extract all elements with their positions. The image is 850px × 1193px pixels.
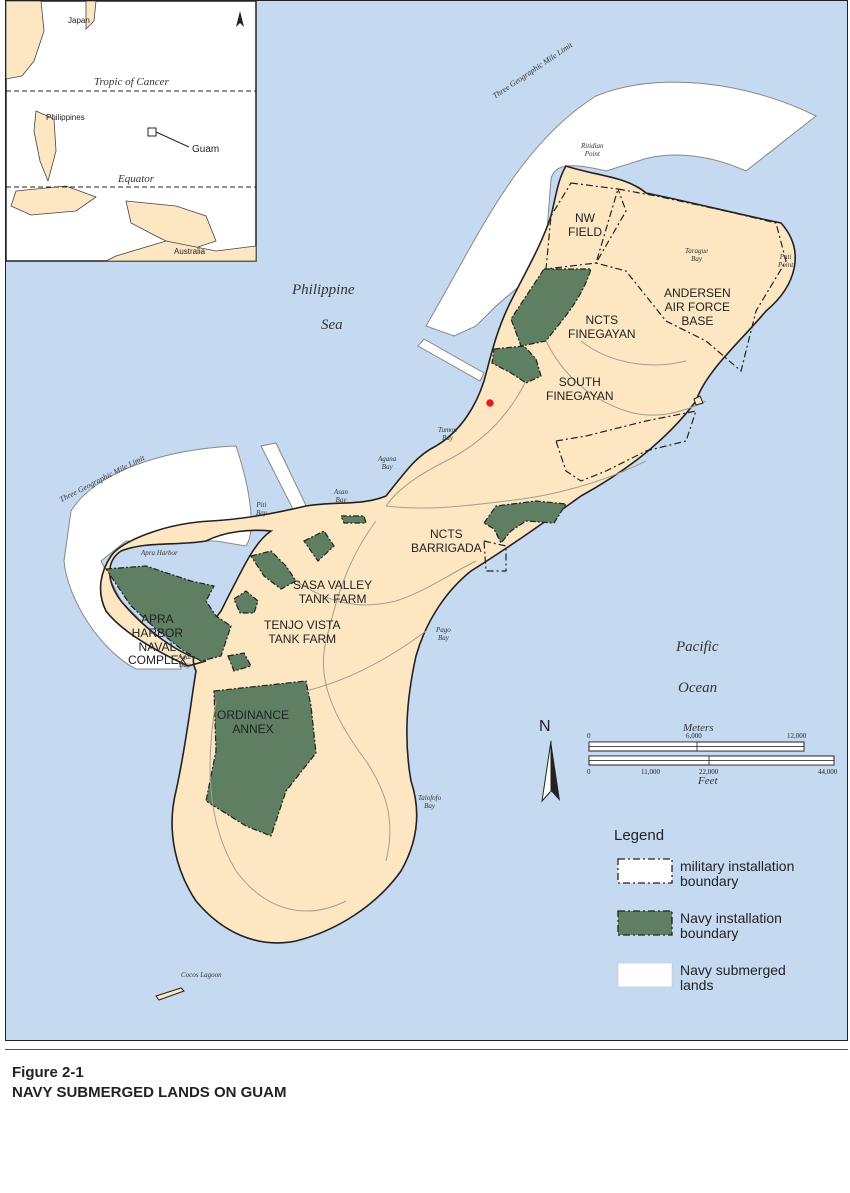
figure-title: NAVY SUBMERGED LANDS ON GUAM	[12, 1083, 287, 1101]
water-label-sea: Sea	[321, 317, 343, 333]
sasa-valley-area	[250, 550, 297, 590]
legend-swatch-submerged	[617, 962, 673, 988]
scale-feet-tick-0: 0	[587, 768, 591, 776]
label-apra-harbor: Apra Harbor	[141, 549, 178, 557]
figure-number: Figure 2-1	[12, 1064, 84, 1081]
caption-divider	[5, 1049, 848, 1050]
figure-caption: Figure 2-1 NAVY SUBMERGED LANDS ON GUAM	[12, 1063, 286, 1102]
cocos-islet	[155, 987, 185, 1001]
label-cocos: Cocos Lagoon	[181, 971, 222, 979]
barrigada-boundary	[483, 540, 507, 572]
inset-label-australia: Australia	[174, 247, 206, 256]
submerged-strip	[417, 338, 485, 382]
north-arrow-icon	[541, 740, 560, 803]
water-label-philippine: Philippine	[292, 282, 355, 298]
map-frame: Japan Tropic of Cancer Philippines Guam …	[5, 0, 848, 1041]
scale-meters-tick-0: 0	[587, 732, 591, 740]
north-label: N	[539, 718, 551, 735]
water-label-ocean: Ocean	[678, 680, 718, 696]
inset-label-tropic: Tropic of Cancer	[94, 76, 169, 88]
roads	[209, 340, 707, 912]
legend-swatch-navy	[617, 910, 673, 936]
south-finegayan-area	[491, 345, 542, 384]
piti-area	[303, 530, 335, 562]
scale-meters-label: Meters	[683, 722, 714, 734]
scale-feet-label: Feet	[698, 775, 718, 787]
agat-area	[227, 652, 252, 672]
central-boundary	[555, 410, 697, 482]
tenjo-vista-area	[233, 590, 259, 614]
islet-east	[693, 395, 704, 406]
legend-title: Legend	[614, 827, 665, 844]
asan-area	[340, 515, 367, 524]
apra-harbor-area	[104, 565, 232, 662]
scale-feet-tick-2: 22,000	[699, 768, 719, 776]
location-marker	[486, 399, 494, 407]
inset-label-philippines: Philippines	[46, 113, 85, 122]
scale-meters-tick-1: 6,000	[686, 732, 702, 740]
ordinance-annex-area	[205, 680, 317, 837]
scale-feet-tick-1: 11,000	[641, 768, 660, 776]
scale-bar	[588, 741, 835, 766]
guam-map	[6, 1, 835, 1001]
andersen-boundary	[595, 188, 787, 373]
inset-map	[6, 1, 257, 262]
inset-label-guam: Guam	[192, 144, 220, 155]
water-label-pacific: Pacific	[676, 639, 719, 655]
inset-label-japan: Japan	[68, 16, 90, 25]
scale-meters-tick-2: 12,000	[787, 732, 807, 740]
ncts-barrigada-area	[483, 500, 568, 545]
scale-feet-tick-3: 44,000	[818, 768, 838, 776]
legend-swatch-military	[617, 858, 673, 884]
inset-label-equator: Equator	[118, 173, 155, 185]
inset-north-arrow-icon	[236, 11, 244, 27]
ncts-finegayan-area	[510, 268, 592, 347]
